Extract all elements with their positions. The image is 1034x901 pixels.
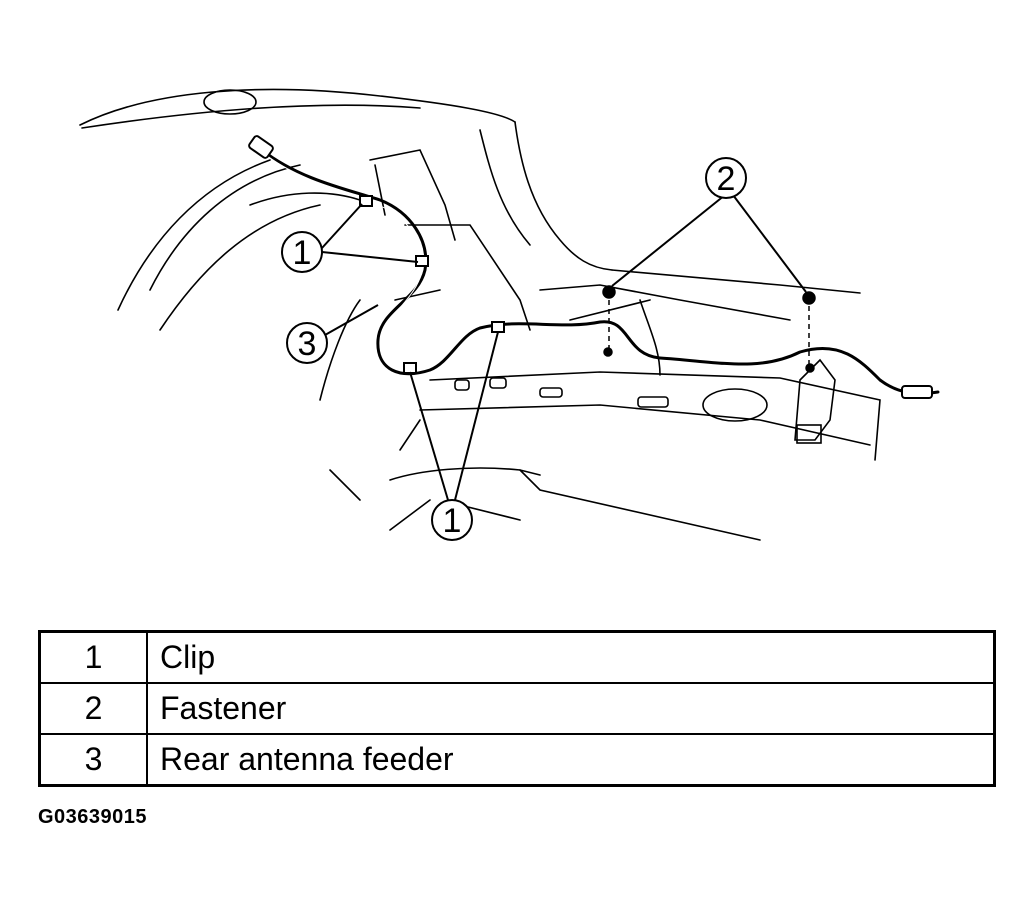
- legend-number: 3: [38, 733, 148, 787]
- legend-label: Fastener: [146, 682, 996, 735]
- legend-number: 1: [38, 630, 148, 684]
- callout-2-label: 2: [717, 160, 736, 198]
- parts-legend-table: 1 Clip 2 Fastener 3 Rear antenna feeder: [38, 630, 996, 787]
- callout-2: 2: [705, 157, 747, 199]
- legend-row: 3 Rear antenna feeder: [38, 733, 996, 787]
- vehicle-body-outline: [79, 88, 881, 541]
- figure-id: G03639015: [38, 806, 148, 828]
- fastener-markers: [602, 285, 816, 373]
- legend-row: 1 Clip: [38, 630, 996, 684]
- legend-number: 2: [38, 682, 148, 735]
- antenna-feeder-diagram: 1 2 3 1: [79, 88, 940, 541]
- callout-1-upper: 1: [281, 231, 323, 273]
- legend-row: 2 Fastener: [38, 682, 996, 735]
- legend-label: Rear antenna feeder: [146, 733, 996, 787]
- callout-3-label: 3: [298, 325, 317, 363]
- callout-1-lower-label: 1: [443, 502, 462, 540]
- callout-1-upper-label: 1: [293, 234, 312, 272]
- callout-3: 3: [286, 322, 328, 364]
- legend-label: Clip: [146, 630, 996, 684]
- callout-leaders: [321, 194, 807, 501]
- callout-1-lower: 1: [431, 499, 473, 541]
- antenna-feeder-cable: [248, 135, 940, 399]
